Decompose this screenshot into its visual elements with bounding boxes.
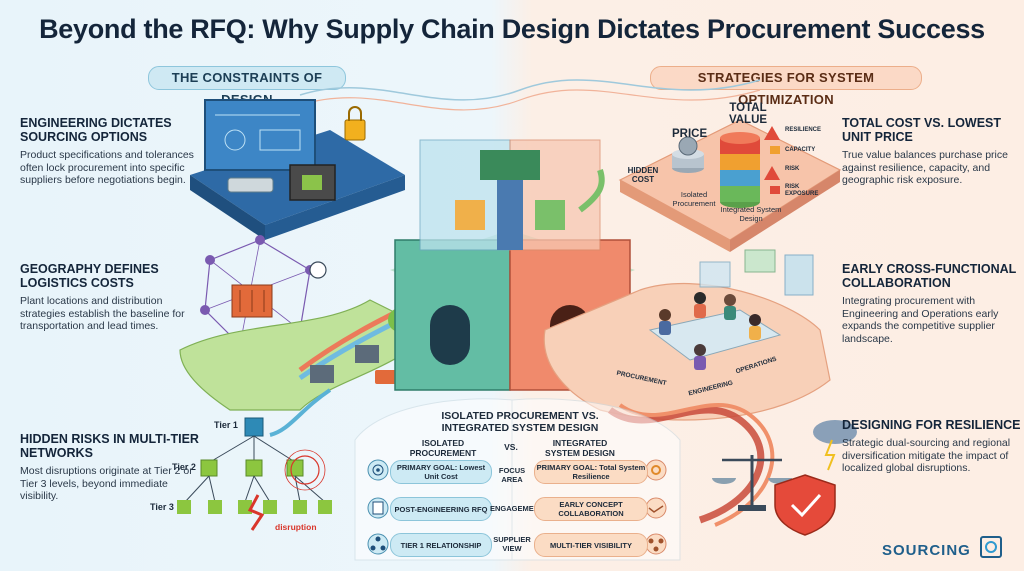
comparison-row-3-left: TIER 1 RELATIONSHIP — [390, 533, 492, 557]
resilience-scale — [712, 420, 857, 536]
tier-network — [177, 388, 332, 531]
comparison-icons — [367, 459, 667, 555]
comparison-row-2-left: POST-ENGINEERING RFQ — [390, 497, 492, 521]
comparison-vs: VS. — [504, 442, 518, 452]
section-heading: HIDDEN RISKS IN MULTI-TIER NETWORKS — [20, 432, 199, 460]
integrated-design-label: Integrated System Design — [720, 205, 782, 223]
section-body: True value balances purchase price again… — [842, 149, 1008, 186]
disruption-label: disruption — [275, 522, 317, 532]
isolated-procurement-label: Isolated Procurement — [672, 190, 716, 208]
section-total-cost: TOTAL COST VS. LOWEST UNIT PRICE True va… — [842, 116, 1022, 187]
page-title: Beyond the RFQ: Why Supply Chain Design … — [39, 14, 985, 44]
section-hidden-risks: HIDDEN RISKS IN MULTI-TIER NETWORKS Most… — [20, 432, 200, 503]
logo-q-icon — [980, 536, 1003, 558]
section-body: Strategic dual-sourcing and regional div… — [842, 437, 1011, 474]
blueprint-platform — [190, 99, 405, 240]
section-heading: ENGINEERING DICTATES SOURCING OPTIONS — [20, 116, 172, 144]
hidden-cost-label: HIDDEN COST — [627, 166, 659, 184]
cost-comparison-graphic — [672, 126, 780, 208]
section-body: Plant locations and distribution strateg… — [20, 295, 185, 332]
section-geography: GEOGRAPHY DEFINES LOGISTICS COSTS Plant … — [20, 262, 200, 333]
comparison-row-3-right: MULTI-TIER VISIBILITY — [534, 533, 648, 557]
comparison-row-3-mid: SUPPLIER VIEW — [493, 535, 531, 553]
comparison-row-1-mid: FOCUS AREA — [498, 466, 526, 484]
legend-resilience: RESILIENCE — [785, 127, 822, 133]
legend-risk: RISK — [785, 166, 800, 172]
section-body: Product specifications and tolerances of… — [20, 149, 194, 186]
section-heading: GEOGRAPHY DEFINES LOGISTICS COSTS — [20, 262, 159, 290]
sourcing-logo: SOURCING — [882, 536, 1003, 559]
comparison-row-1-right: PRIMARY GOAL: Total System Resilience — [534, 460, 648, 484]
section-heading: DESIGNING FOR RESILIENCE — [842, 418, 1021, 432]
price-label: PRICE — [672, 128, 708, 140]
section-resilience: DESIGNING FOR RESILIENCE Strategic dual-… — [842, 418, 1022, 475]
section-engineering: ENGINEERING DICTATES SOURCING OPTIONS Pr… — [20, 116, 200, 187]
comparison-row-2-right: EARLY CONCEPT COLLABORATION — [534, 497, 648, 521]
comparison-right-header: INTEGRATED SYSTEM DESIGN — [545, 438, 615, 458]
tier3-label: Tier 3 — [150, 502, 174, 512]
tier1-label: Tier 1 — [214, 420, 238, 430]
section-body: Integrating procurement with Engineering… — [842, 295, 999, 345]
section-heading: TOTAL COST VS. LOWEST UNIT PRICE — [842, 116, 1002, 144]
comparison-row-2-mid: ENGAGEMENT — [490, 504, 544, 513]
legend-risk-exposure: RISK EXPOSURE — [785, 184, 819, 197]
team-figures — [659, 292, 761, 370]
logo-text: SOURCING — [882, 542, 971, 559]
tier2-label: Tier 2 — [172, 462, 196, 472]
right-column-header: STRATEGIES FOR SYSTEM OPTIMIZATION — [650, 66, 922, 107]
section-collaboration: EARLY CROSS-FUNCTIONAL COLLABORATION Int… — [842, 262, 1022, 345]
legend-capacity: CAPACITY — [785, 147, 816, 153]
total-value-label: TOTAL VALUE — [728, 102, 768, 126]
comparison-title: ISOLATED PROCUREMENT VS. INTEGRATED SYST… — [441, 410, 599, 434]
comparison-left-header: ISOLATED PROCUREMENT — [409, 438, 477, 458]
section-body: Most disruptions originate at Tier 2 or … — [20, 465, 193, 502]
section-heading: EARLY CROSS-FUNCTIONAL COLLABORATION — [842, 262, 1017, 290]
comparison-row-1-left: PRIMARY GOAL: Lowest Unit Cost — [390, 460, 492, 484]
